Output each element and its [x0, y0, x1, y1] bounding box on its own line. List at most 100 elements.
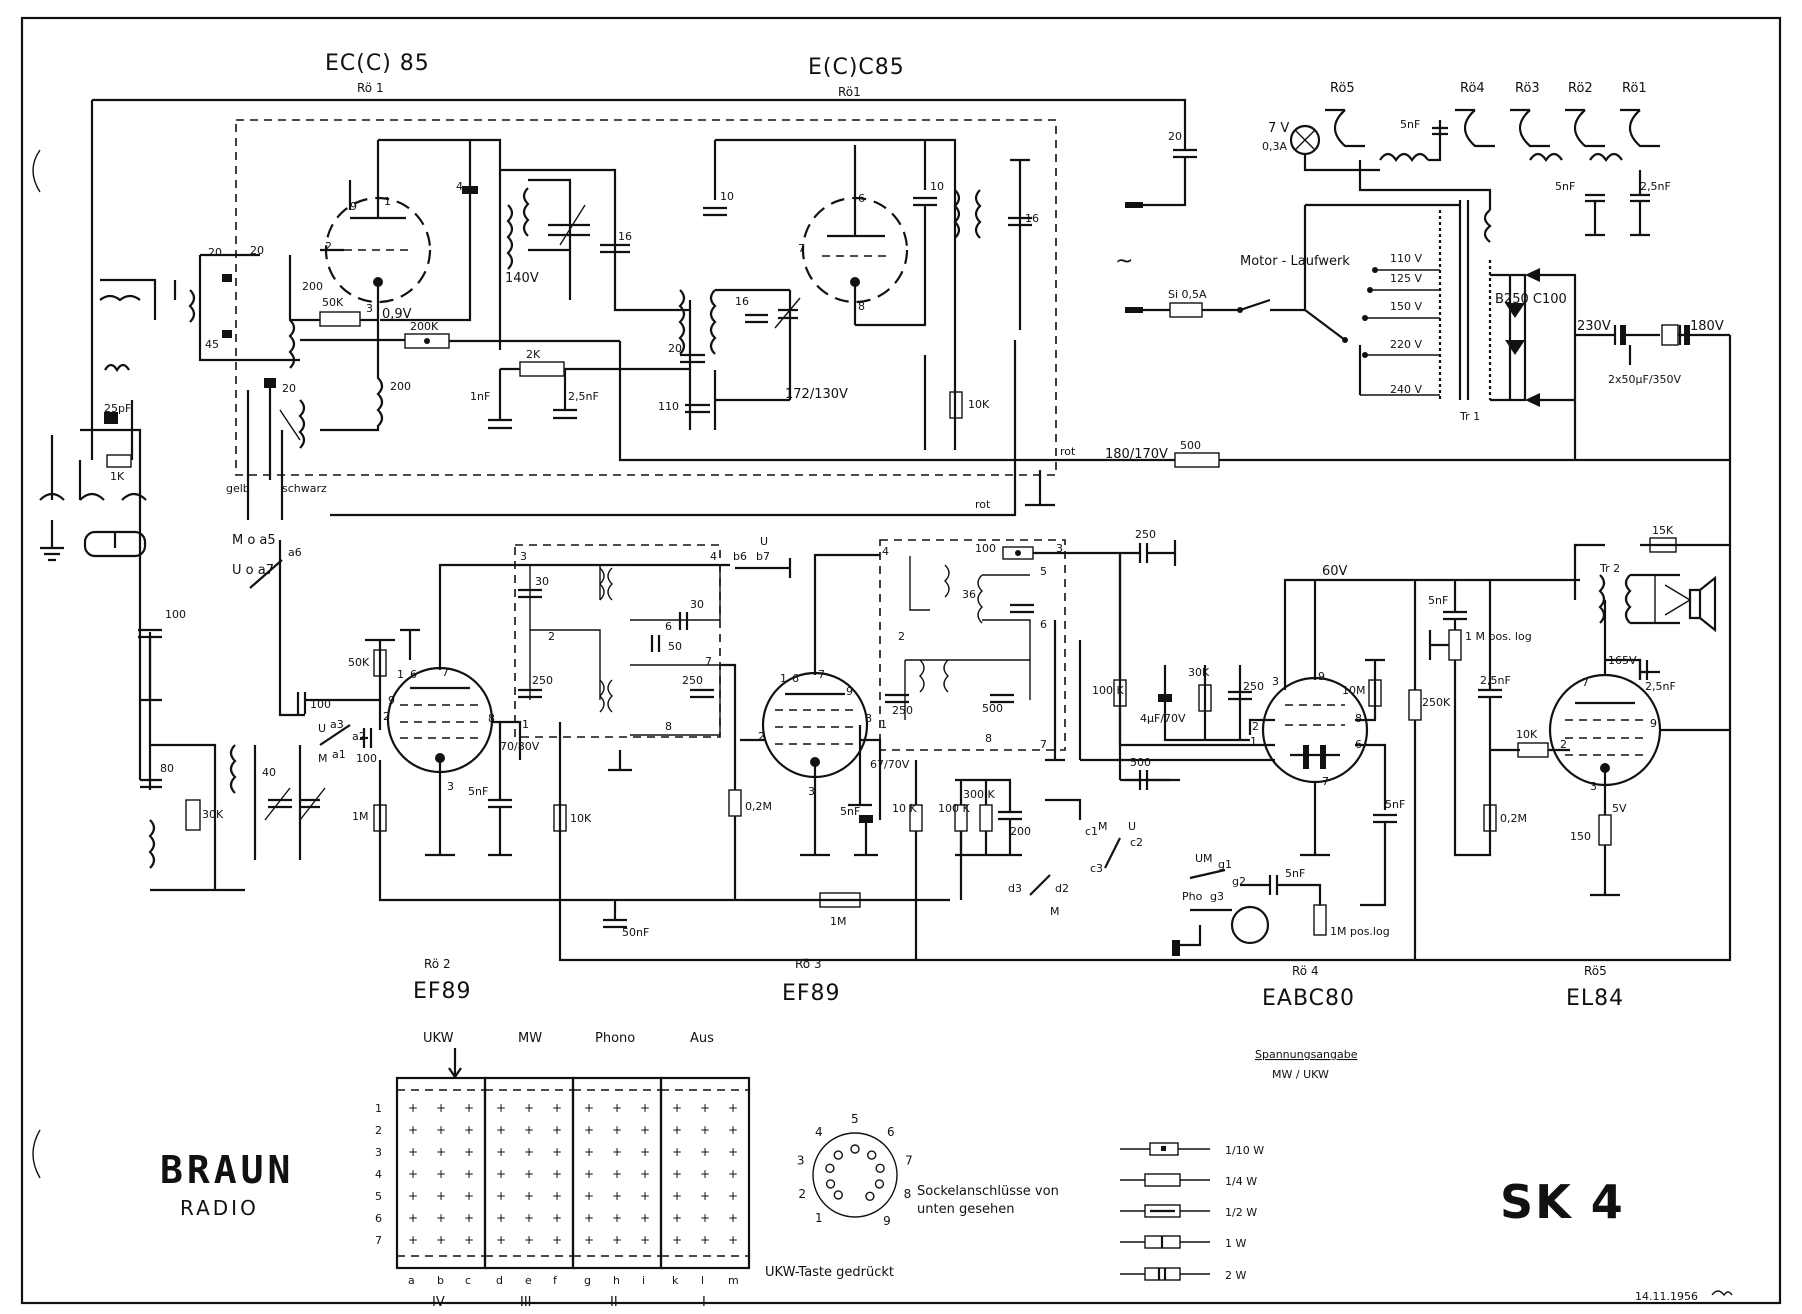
pin-label: 3 — [1590, 780, 1597, 793]
osc-coil-primary — [506, 204, 514, 270]
switch-contact-mark: + — [672, 1123, 682, 1137]
switch-contact-mark: + — [464, 1211, 474, 1225]
band-switch-c[interactable] — [1104, 837, 1121, 869]
switch-contact-mark: + — [464, 1167, 474, 1181]
tone-pot-1m[interactable] — [1448, 629, 1462, 661]
socket-pin-number: 9 — [883, 1214, 891, 1228]
switch-contact-mark: + — [728, 1123, 738, 1137]
switch-contact-mark: + — [408, 1123, 418, 1137]
pin-label: 6 — [410, 668, 417, 681]
res-value: 50K — [322, 296, 344, 309]
sheet-border — [20, 16, 1782, 1305]
switch-contact-label: d3 — [1008, 882, 1022, 895]
switch-bank-I[interactable] — [659, 1076, 751, 1270]
switch-contact-mark: + — [496, 1211, 506, 1225]
switch-contact-mark: + — [552, 1211, 562, 1225]
resistor-10m — [1368, 679, 1382, 707]
lamp-current: 0,3A — [1262, 140, 1287, 153]
drawing-date: 14.11.1956 — [1635, 1290, 1698, 1303]
pin-label: 3 — [808, 785, 815, 798]
voltage-label: 172/130V — [785, 387, 848, 402]
cap-value: 2,5nF — [1480, 674, 1511, 687]
tube-name-roe5: EL84 — [1566, 986, 1624, 1011]
phono-switch[interactable] — [1189, 868, 1226, 880]
pin-label: 7 — [442, 666, 449, 679]
cap-value: 5nF — [840, 805, 860, 818]
cap-value: 16 — [1025, 212, 1039, 225]
pot-value: 1M pos.log — [1330, 925, 1390, 938]
switch-contact-mark: + — [728, 1101, 738, 1115]
transformer-label: Tr 2 — [1599, 562, 1620, 575]
power-switch[interactable] — [1202, 298, 1305, 312]
switch-contact-mark: + — [464, 1233, 474, 1247]
switch-contact-mark: + — [496, 1123, 506, 1137]
osc-tank-wire — [528, 178, 572, 300]
legend-subtitle: MW / UKW — [1272, 1068, 1329, 1081]
switch-contact-label: U — [1128, 820, 1136, 833]
switch-contact-mark: + — [496, 1167, 506, 1181]
switch-contact-mark: + — [584, 1167, 594, 1181]
switch-contact-mark: + — [700, 1211, 710, 1225]
switch-contact-mark: + — [552, 1189, 562, 1203]
switch-contact-mark: + — [524, 1211, 534, 1225]
pin-label: 8 — [985, 732, 992, 745]
pin-label: 7 — [818, 668, 825, 681]
socket-pin-number: 1 — [815, 1211, 823, 1225]
transformer-label: Tr 1 — [1459, 410, 1480, 423]
cap-25pf — [104, 412, 118, 424]
resistor-10k-b — [553, 804, 567, 832]
switch-contact-mark: + — [672, 1233, 682, 1247]
switch-contact-mark: + — [584, 1189, 594, 1203]
switch-contact-mark: + — [612, 1211, 622, 1225]
pilot-ref: Rö4 — [1460, 81, 1485, 96]
cap-value: 2,5nF — [1645, 680, 1676, 693]
legend-item: 1/4 W — [1225, 1175, 1257, 1188]
legend-item: 1 W — [1225, 1237, 1246, 1250]
res-value: 100 — [975, 542, 996, 555]
pin-label: 7 — [1040, 738, 1047, 751]
switch-contact-mark: + — [700, 1123, 710, 1137]
pin-label: 6 — [665, 620, 672, 633]
switch-contact-mark: + — [408, 1167, 418, 1181]
switch-contact-label: c3 — [1090, 862, 1103, 875]
band-switch-a[interactable] — [249, 559, 283, 589]
res-value: 100 K — [938, 802, 970, 815]
resistor-wattage-legend: 1/10 W 1/4 W 1/2 W 1 W 2 W — [1120, 1142, 1264, 1282]
switch-contact-mark: + — [612, 1233, 622, 1247]
band-switch-d[interactable] — [1029, 874, 1051, 896]
pin-label: 4 — [882, 545, 889, 558]
switch-contact-mark: + — [672, 1167, 682, 1181]
fuse-label: Si 0,5A — [1168, 288, 1207, 301]
res-value: 500 — [1180, 439, 1201, 452]
choke-200 — [288, 255, 296, 369]
volume-pot-1m[interactable] — [1313, 904, 1327, 936]
capacitor-4 — [462, 186, 478, 194]
switch-contact-mark: + — [552, 1123, 562, 1137]
switch-contact-mark: + — [496, 1233, 506, 1247]
cap-value: 250 — [532, 674, 553, 687]
column-letter: m — [728, 1274, 739, 1287]
mains-terminal — [1125, 202, 1143, 208]
socket-caption: Sockelanschlüsse von — [917, 1184, 1059, 1199]
switch-contact-label: c1 — [1085, 825, 1098, 838]
switch-contact-mark: + — [408, 1145, 418, 1159]
row-numbers: 1 2 3 4 5 6 7 — [375, 1102, 382, 1247]
switch-contact-mark: + — [552, 1101, 562, 1115]
column-letter: k — [672, 1274, 679, 1287]
resistor-250k — [1408, 689, 1422, 721]
cap-value: 250 — [1135, 528, 1156, 541]
tube-name-roe1b: E(C)C85 — [808, 55, 905, 80]
mains-terminal-2 — [1125, 307, 1143, 313]
column-letter: i — [642, 1274, 645, 1287]
tube-roe1b-triode — [801, 145, 909, 325]
cap-value: 2,5nF — [1640, 180, 1671, 193]
cap-value: 100 — [165, 608, 186, 621]
switch-contact-mark: + — [496, 1101, 506, 1115]
cap-value: 20 — [282, 382, 296, 395]
switch-contact-label: b7 — [756, 550, 770, 563]
pin-label: 4 — [710, 550, 717, 563]
band-switch-a3[interactable] — [319, 724, 351, 746]
pin-label: 7 — [1322, 775, 1329, 788]
brand-logo: BRAUN — [160, 1148, 294, 1192]
